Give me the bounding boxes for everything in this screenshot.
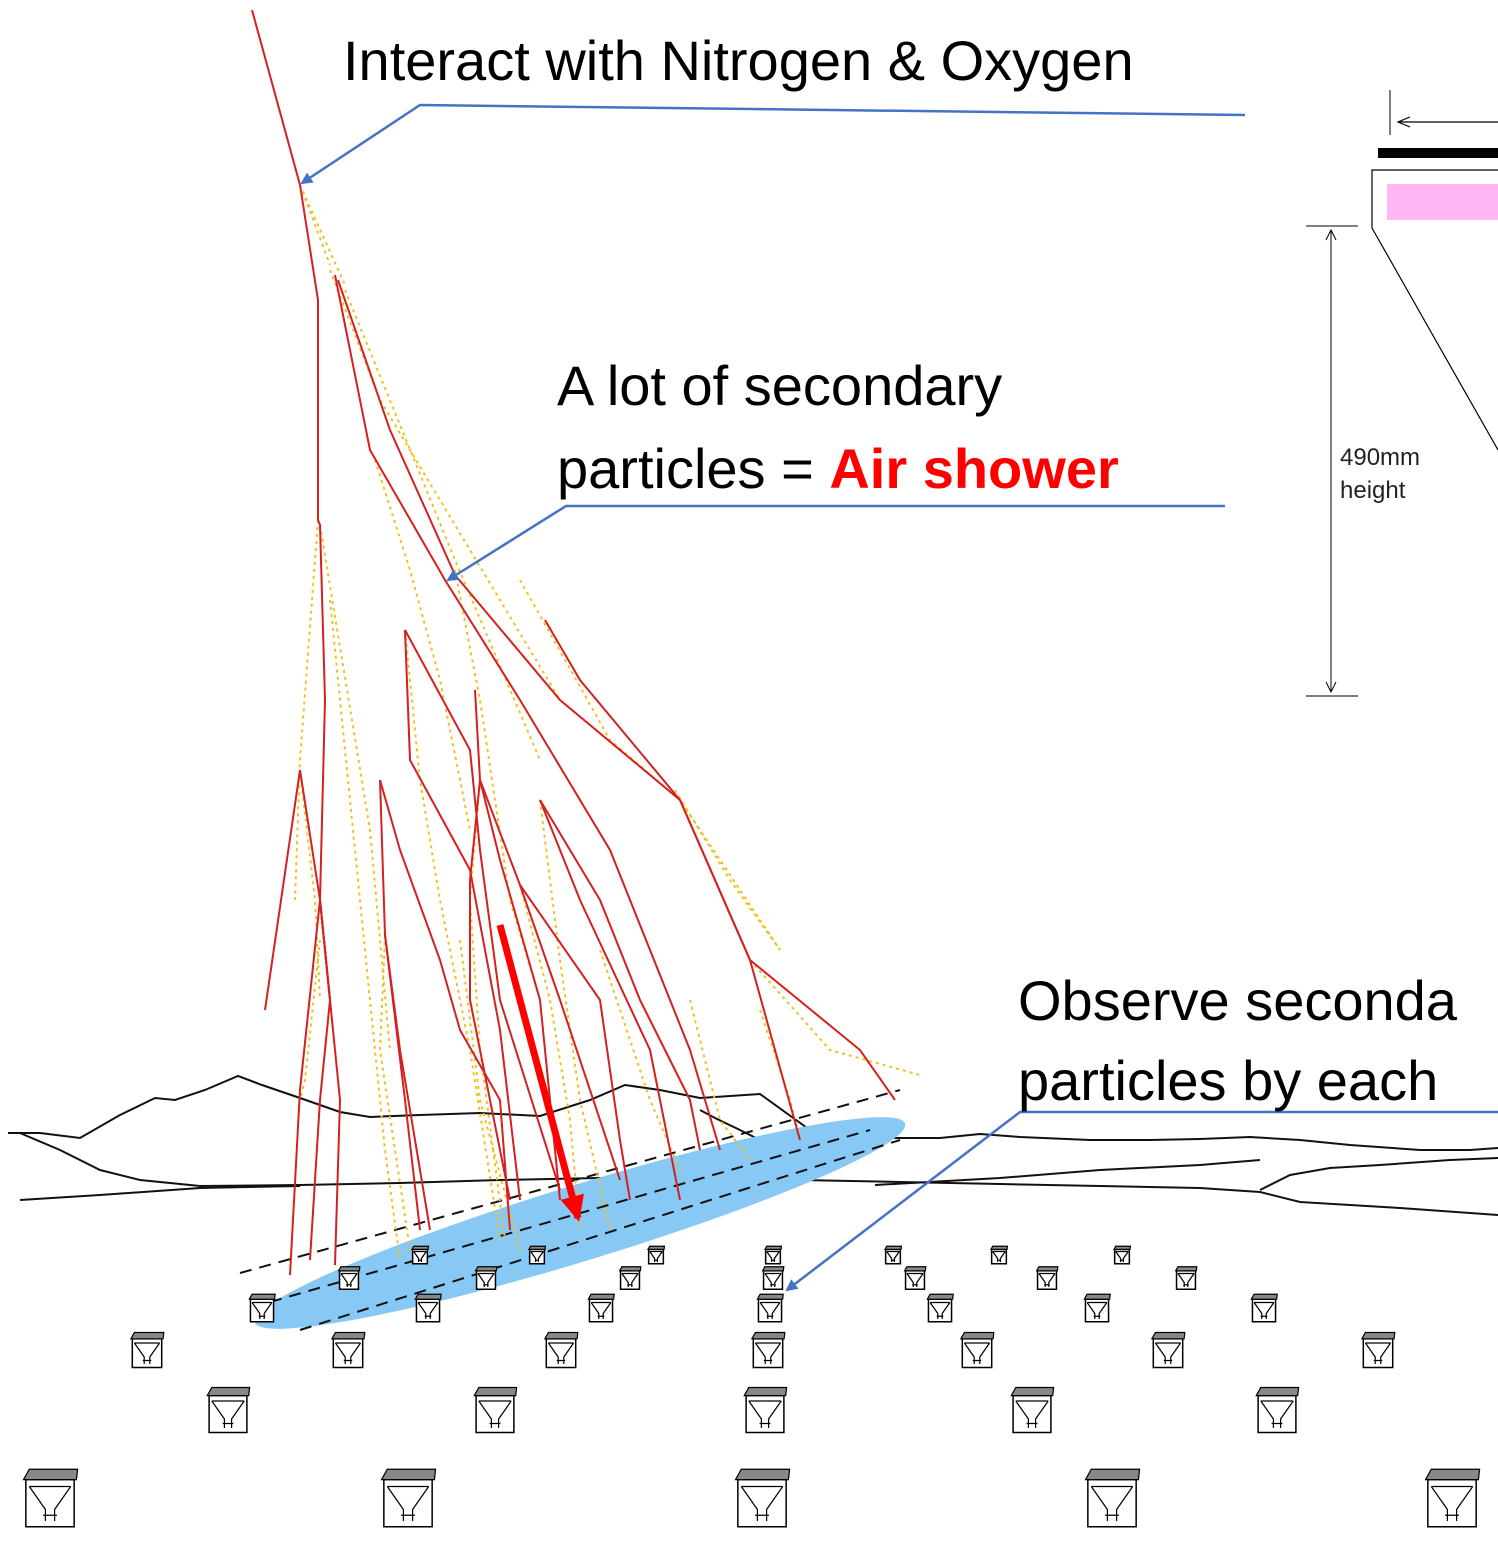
water-tank-detector-icon xyxy=(587,1293,615,1323)
water-tank-detector-icon xyxy=(527,1245,547,1265)
secondary-label-line1: A lot of secondary xyxy=(557,354,1002,417)
water-tank-detector-icon xyxy=(410,1245,430,1265)
water-tank-detector-icon xyxy=(883,1245,903,1265)
water-tank-detector-icon xyxy=(248,1293,276,1323)
water-tank-detector-icon xyxy=(1360,1331,1396,1369)
water-tank-detector-icon xyxy=(474,1266,498,1291)
water-tank-detector-icon xyxy=(1112,1245,1132,1265)
water-tank-detector-icon xyxy=(414,1293,442,1323)
water-tank-detector-icon xyxy=(1083,1293,1111,1323)
water-tank-detector-icon xyxy=(206,1386,251,1434)
dimension-label: height xyxy=(1340,477,1406,504)
air-shower-highlight: Air shower xyxy=(829,437,1118,500)
water-tank-detector-icon xyxy=(1424,1468,1481,1528)
water-tank-detector-icon xyxy=(129,1331,165,1369)
water-tank-detector-icon xyxy=(1084,1468,1141,1528)
water-tank-detector-icon xyxy=(989,1245,1009,1265)
water-tank-detector-icon xyxy=(756,1293,784,1323)
water-tank-detector-icon xyxy=(543,1331,579,1369)
detector-pink-scintillator xyxy=(1387,184,1498,220)
water-tank-detector-icon xyxy=(903,1266,927,1291)
callout-interact xyxy=(300,103,1246,185)
callout-secondary xyxy=(446,504,1225,582)
interact-label: Interact with Nitrogen & Oxygen xyxy=(343,29,1134,92)
dimension-value: 490mm xyxy=(1340,444,1420,471)
water-tank-detector-icon xyxy=(473,1386,518,1434)
water-tank-detector-icon xyxy=(959,1331,995,1369)
water-tank-detector-icon xyxy=(761,1266,785,1291)
secondary-particle-tracks xyxy=(294,184,921,1261)
detector-schematic: 490mm height xyxy=(1306,90,1498,697)
shower-axis-arrow xyxy=(496,924,584,1222)
water-tank-detector-icon xyxy=(1174,1266,1198,1291)
water-tank-detector-icon xyxy=(646,1245,666,1265)
observe-label-line2: particles by each xyxy=(1018,1049,1438,1112)
water-tank-detector-icon xyxy=(926,1293,954,1323)
water-tank-detector-icon xyxy=(380,1468,437,1528)
water-tank-detector-icon xyxy=(1010,1386,1055,1434)
water-tank-detector-icon xyxy=(1035,1266,1059,1291)
water-tank-detector-icon xyxy=(763,1245,783,1265)
callout-lines xyxy=(300,103,1498,1292)
water-tank-detector-icon xyxy=(337,1266,361,1291)
primary-particle-tracks xyxy=(251,9,896,1276)
observe-label-line1: Observe seconda xyxy=(1018,969,1458,1032)
dimension-arrow-icon xyxy=(1396,116,1411,128)
water-tank-detector-icon xyxy=(1255,1386,1300,1434)
water-tank-detector-icon xyxy=(22,1468,79,1528)
water-tank-detector-icon xyxy=(618,1266,642,1291)
water-tank-detector-icon xyxy=(743,1386,788,1434)
secondary-label-prefix: particles = xyxy=(557,437,829,500)
water-tank-detector-icon xyxy=(1250,1293,1278,1323)
water-tank-detector-icon xyxy=(734,1468,791,1528)
water-tank-detector-icon xyxy=(1150,1331,1186,1369)
callout-observe xyxy=(785,1110,1498,1292)
secondary-label-line2: particles = Air shower xyxy=(557,437,1119,500)
water-tank-detector-icon xyxy=(750,1331,786,1369)
water-tank-detector-icon xyxy=(330,1331,366,1369)
detector-array xyxy=(22,1245,1481,1528)
